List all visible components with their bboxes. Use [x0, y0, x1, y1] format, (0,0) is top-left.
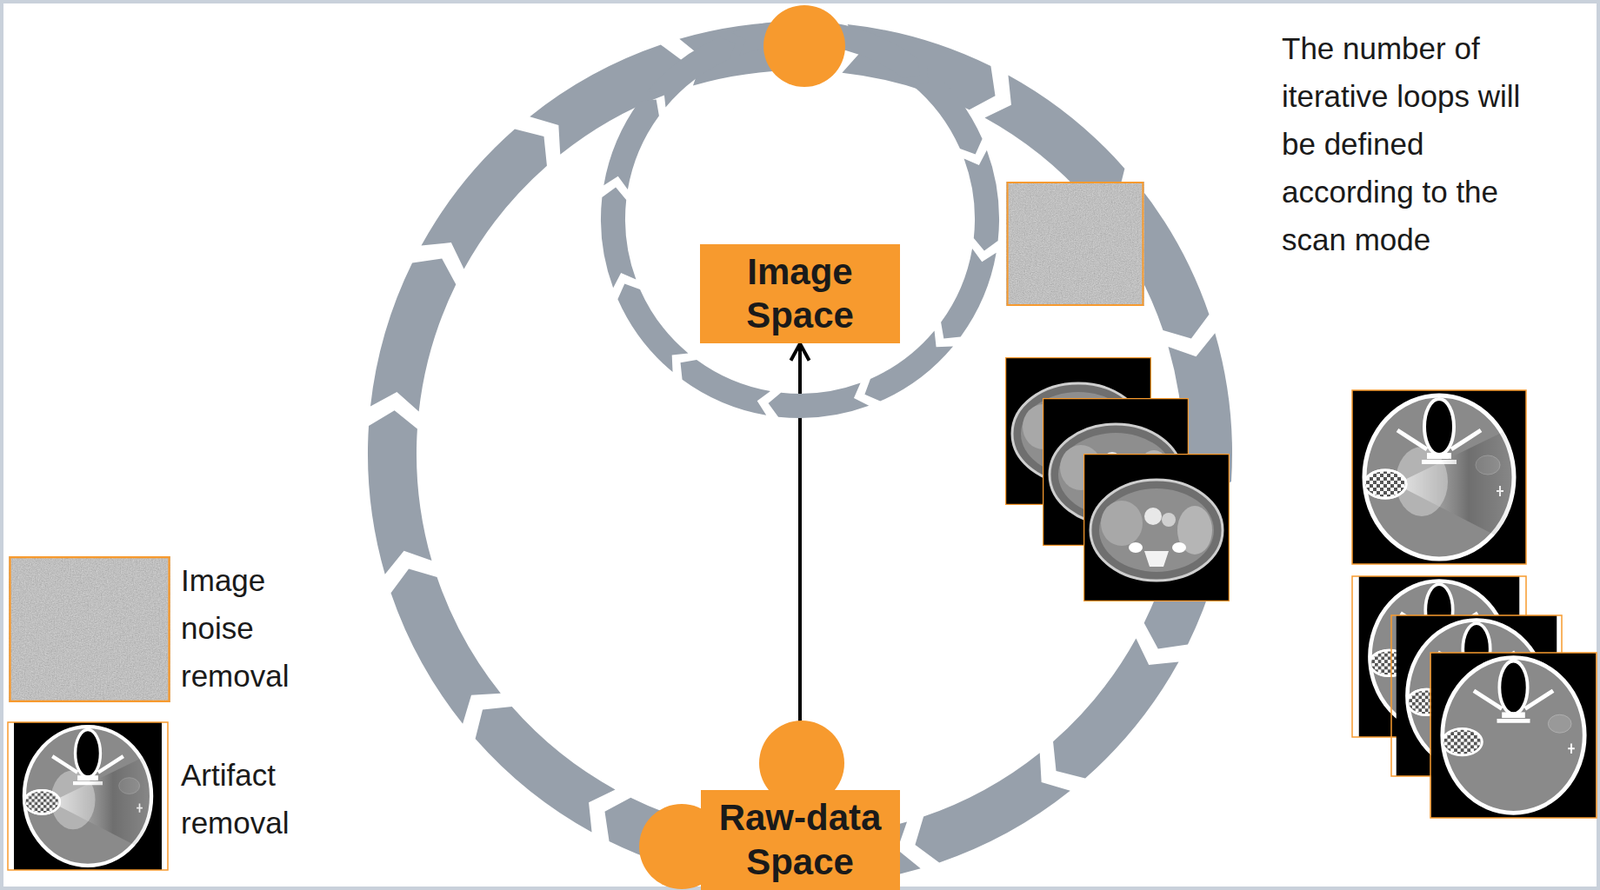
note-text: The number of iterative loops will be de… — [1281, 24, 1560, 264]
ct-slice — [1083, 453, 1230, 602]
image-border — [1352, 390, 1527, 565]
image-border — [1430, 653, 1597, 819]
ring-segment — [617, 283, 688, 373]
noise-image — [1006, 181, 1145, 307]
iteration-rings — [367, 20, 1233, 887]
ring-segment — [768, 383, 870, 419]
phantom-image — [1431, 653, 1597, 819]
box-title: Image Space — [706, 250, 894, 339]
ring-segment — [367, 410, 433, 574]
space-box: Image Space — [700, 244, 900, 345]
ring-segment — [600, 187, 636, 289]
box-title: Raw-data Space — [707, 796, 894, 885]
legend-text: Image noise removal — [180, 556, 329, 700]
image-border — [7, 722, 168, 871]
legend-noise-sample — [8, 556, 170, 703]
ring-segment — [912, 66, 983, 155]
orange-dot — [763, 5, 846, 87]
ring-segment — [475, 706, 616, 833]
legend-text: Artifact removal — [180, 751, 329, 847]
ring-segment — [529, 45, 685, 155]
ring-segment — [391, 568, 501, 724]
ring-segment — [420, 129, 547, 270]
ring-segment — [964, 150, 1000, 252]
legend-artifact-sample — [13, 722, 162, 871]
phantom-image — [1352, 390, 1527, 565]
ring-segment — [646, 36, 736, 107]
ring-segment — [680, 360, 771, 416]
ring-segment — [370, 258, 456, 412]
ring-segment — [914, 753, 1070, 863]
ring-segment — [940, 248, 997, 339]
ring-segment — [1053, 638, 1179, 779]
space-box: Raw-data Space — [700, 790, 900, 890]
arrow-head — [790, 343, 809, 360]
ring-segment — [603, 100, 660, 190]
